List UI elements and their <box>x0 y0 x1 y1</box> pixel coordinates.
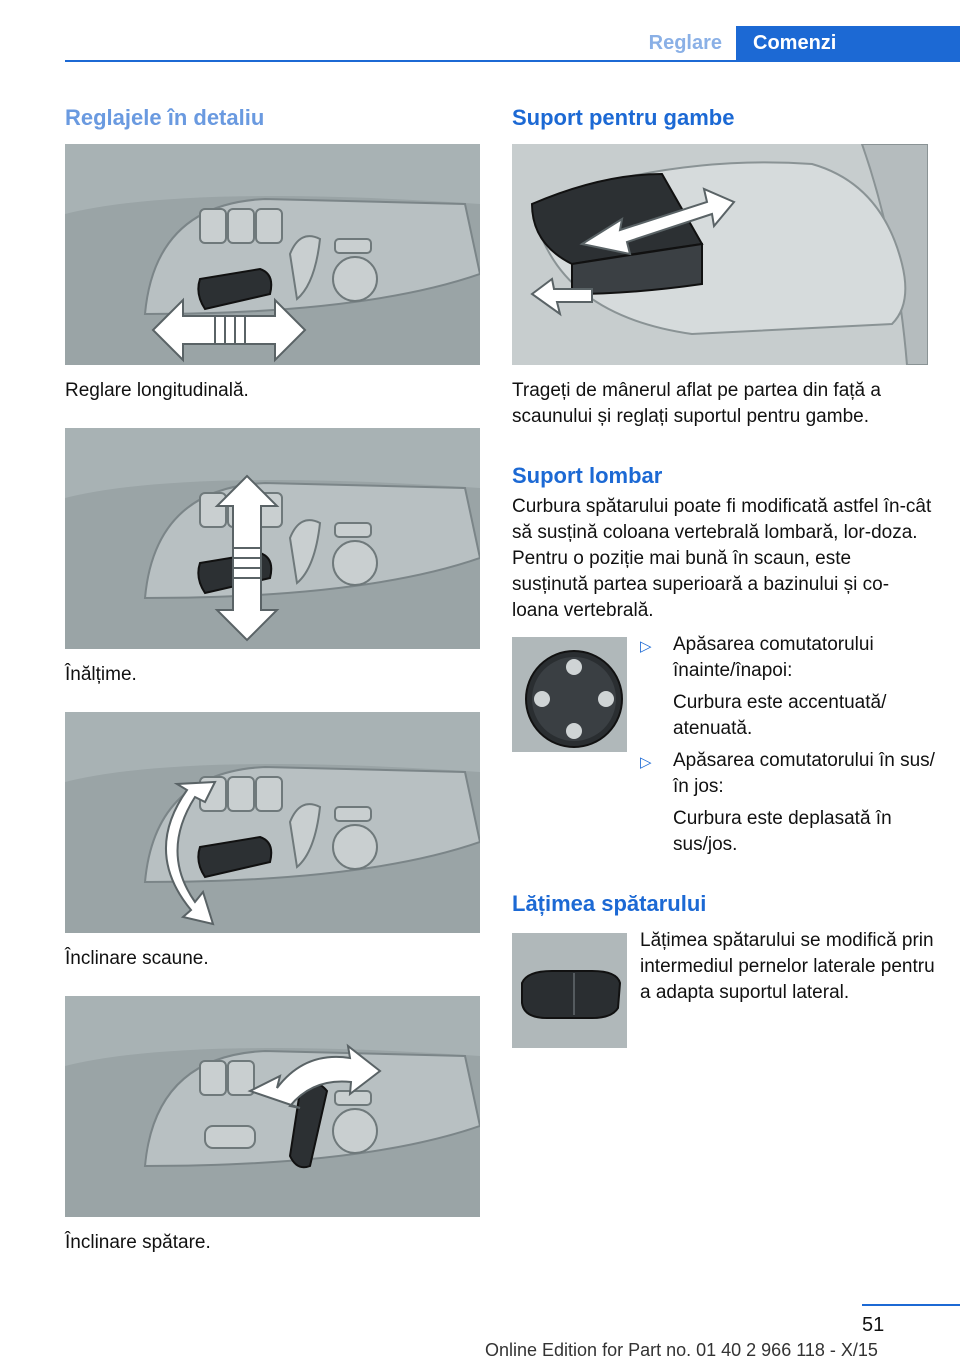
caption-backrest: Înclinare spătare. <box>65 1232 211 1253</box>
heading-thigh-support: Suport pentru gambe <box>512 105 735 130</box>
lumbar-four-way-switch-icon <box>512 637 627 752</box>
caption-longitudinal: Reglare longitudinală. <box>65 380 249 401</box>
figure-lumbar-switch <box>512 637 627 752</box>
backrest-width-switch-icon <box>512 933 627 1048</box>
list-item: ▷ Apăsarea comutatorului înainte/înapoi:… <box>640 632 940 742</box>
figure-backrest-width-switch <box>512 933 627 1048</box>
bullet-sub: Curbura este deplasată în sus/jos. <box>673 808 892 855</box>
seat-switch-tilt-arrows-icon <box>65 764 480 933</box>
backrest-width-text: Lățimea spătarului se modifică prin inte… <box>640 930 935 1003</box>
seat-switch-backrest-arrows-icon <box>65 1043 480 1217</box>
header-section-label: Reglare <box>648 32 722 54</box>
triangle-bullet-icon: ▷ <box>640 754 652 771</box>
figure-seat-longitudinal <box>65 144 480 365</box>
heading-lumbar-support: Suport lombar <box>512 463 663 488</box>
footer-rule <box>862 1304 960 1306</box>
figure-thigh-support <box>512 144 928 365</box>
bullet-label: Apăsarea comutatorului înainte/înapoi: <box>673 634 874 681</box>
lumbar-support-text: Curbura spătarului poate fi modificată a… <box>512 496 932 621</box>
seat-cushion-extension-icon <box>512 144 928 365</box>
triangle-bullet-icon: ▷ <box>640 638 652 655</box>
page-number: 51 <box>862 1314 885 1336</box>
figure-seat-tilt <box>65 712 480 933</box>
thigh-support-text: Trageți de mânerul aflat pe partea din f… <box>512 380 881 427</box>
seat-switch-height-arrows-icon <box>65 474 480 649</box>
list-item: ▷ Apăsarea comutatorului în sus/în jos: … <box>640 748 940 858</box>
figure-seat-backrest <box>65 996 480 1217</box>
heading-adjustments-detail: Reglajele în detaliu <box>65 105 265 130</box>
header-chapter-tab: Comenzi <box>736 26 960 62</box>
footer-edition: Online Edition for Part no. 01 40 2 966 … <box>485 1340 878 1360</box>
seat-switch-longitudinal-arrows-icon <box>65 196 480 365</box>
header-rule <box>65 60 960 62</box>
lumbar-bullet-list: ▷ Apăsarea comutatorului înainte/înapoi:… <box>640 632 940 864</box>
figure-seat-height <box>65 428 480 649</box>
heading-backrest-width: Lățimea spătarului <box>512 891 707 916</box>
caption-height: Înălțime. <box>65 664 137 685</box>
bullet-label: Apăsarea comutatorului în sus/în jos: <box>673 750 935 797</box>
caption-tilt: Înclinare scaune. <box>65 948 209 969</box>
bullet-sub: Curbura este accentuată/ atenuată. <box>673 692 887 739</box>
